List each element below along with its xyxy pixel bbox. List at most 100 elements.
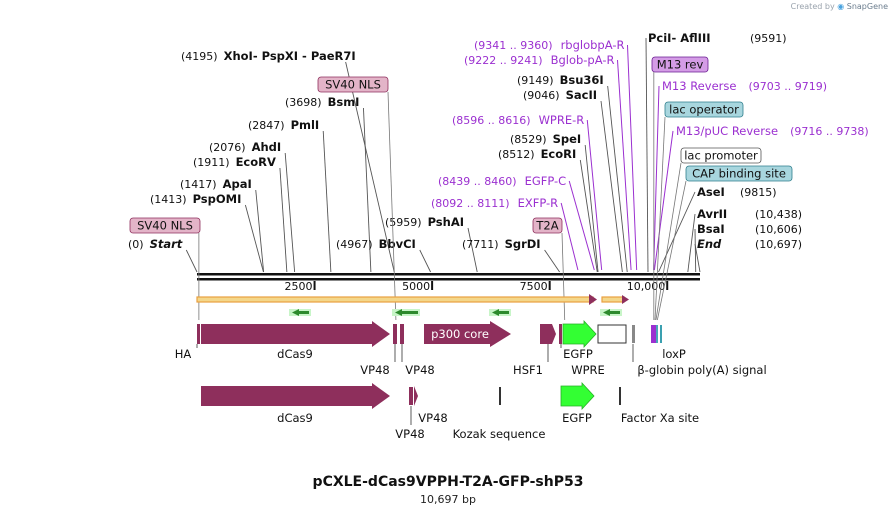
plasmid-name: pCXLE-dCas9VPPH-T2A-GFP-shP53 — [312, 474, 584, 490]
svg-text:(9716 .. 9738): (9716 .. 9738) — [790, 125, 869, 138]
vp48-feature-a — [393, 324, 397, 344]
site-leader-line — [244, 204, 264, 273]
site-leader-line — [279, 167, 288, 273]
svg-text:(9341 .. 9360): (9341 .. 9360) — [474, 39, 553, 52]
svg-text:(10,697): (10,697) — [755, 238, 802, 251]
feature-label: loxP — [662, 347, 686, 361]
green-reverse-arrow-icon — [289, 309, 311, 316]
short-primer-bar — [601, 296, 625, 303]
svg-text:EcoRI: EcoRI — [541, 147, 577, 161]
factor-xa-feature — [619, 387, 621, 405]
primer-leader-line — [653, 130, 674, 271]
site-label-pcii: PciI - AflIII (9591) — [648, 31, 787, 45]
primer-leader-line — [568, 180, 595, 271]
svg-text:lac operator: lac operator — [669, 103, 739, 117]
p300-core-feature — [424, 321, 511, 347]
svg-text:PshAI: PshAI — [428, 215, 464, 229]
wpre-feature — [597, 324, 627, 344]
site-label-apai: (1417)ApaI — [180, 177, 252, 191]
feature-label: Kozak sequence — [453, 427, 546, 441]
svg-text:XhoI: XhoI — [224, 49, 253, 63]
primer-leader-line — [586, 119, 603, 271]
site-labels: (0)Start (1413)PspOMI(1417)ApaI (1911) EcoR… — [128, 31, 802, 251]
svg-text:(9046): (9046) — [523, 89, 560, 102]
vp48-feature-2a — [409, 387, 413, 405]
feature-label: VP48 — [405, 363, 434, 377]
svg-text:(9222 .. 9241): (9222 .. 9241) — [464, 54, 543, 67]
svg-text:(8529): (8529) — [510, 133, 547, 146]
svg-text:AvrII: AvrII — [697, 207, 727, 221]
snapgene-logo-icon: ◉ — [837, 2, 845, 11]
site-leader-line — [694, 228, 697, 273]
site-leader-line — [419, 249, 431, 273]
ruler-tick-label: 7500 — [520, 280, 548, 293]
site-leader-line — [584, 144, 599, 273]
site-label-start: (0)Start — [128, 237, 183, 251]
svg-text:Bglob-pA-R: Bglob-pA-R — [551, 53, 615, 67]
svg-text:T2A: T2A — [535, 219, 558, 233]
site-leader-line — [544, 249, 560, 273]
svg-text:(9815): (9815) — [740, 186, 777, 199]
beta-globin-polya-feature — [632, 325, 635, 343]
boxed-label-leader — [561, 232, 566, 321]
site-label-bsmi: (3698)BsmI — [285, 95, 359, 109]
svg-text:End: End — [697, 237, 722, 251]
svg-text:(4195): (4195) — [181, 50, 218, 63]
site-label-avrii: AvrII(10,438) — [697, 207, 802, 221]
credit-text: Created by — [790, 2, 835, 11]
lac-operator-feature — [656, 325, 658, 343]
feature-label: VP48 — [395, 427, 424, 441]
svg-text:SgrDI: SgrDI — [505, 237, 541, 251]
vp48-feature-2b — [414, 386, 418, 406]
svg-text:PspOMI: PspOMI — [193, 192, 242, 206]
svg-text:(7711): (7711) — [462, 238, 499, 251]
hsf1-feature — [540, 324, 556, 344]
backbone-bottom-strand — [197, 278, 700, 281]
feature-label: β-globin poly(A) signal — [637, 363, 766, 377]
svg-text:SV40 NLS: SV40 NLS — [137, 219, 193, 233]
feature-label: dCas9 — [277, 411, 313, 425]
svg-text:(9591): (9591) — [750, 32, 787, 45]
svg-text:rbglobpA-R: rbglobpA-R — [561, 38, 625, 52]
svg-text:(9703 .. 9719): (9703 .. 9719) — [748, 80, 827, 93]
svg-text:Bsu36I: Bsu36I — [560, 73, 604, 87]
svg-text:BsmI: BsmI — [328, 95, 360, 109]
site-label-pspomi: (1413)PspOMI — [150, 192, 241, 206]
site-leader-line — [579, 159, 598, 273]
svg-text:- AflIII: - AflIII — [671, 31, 710, 45]
svg-text:AseI: AseI — [697, 185, 725, 199]
site-leader-line — [600, 100, 623, 273]
backbone-top-strand — [197, 273, 700, 276]
feature-label: VP48 — [360, 363, 389, 377]
boxed-label-leader — [655, 162, 682, 321]
site-leader-lines — [185, 37, 701, 273]
site-leader-line — [322, 130, 332, 273]
kozak-feature — [499, 387, 501, 405]
svg-text:BbvCI: BbvCI — [379, 237, 416, 251]
site-leader-line — [284, 152, 296, 273]
svg-text:WPRE-R: WPRE-R — [539, 113, 585, 127]
primer-label-m13-reverse: M13 Reverse(9703 .. 9719) — [653, 79, 827, 271]
feature-row-1-ticks — [196, 344, 634, 362]
site-label-bbvci: (4967)BbvCI — [336, 237, 416, 251]
svg-text:PmlI: PmlI — [291, 118, 320, 132]
svg-text:PciI: PciI — [648, 31, 671, 45]
primer-leader-line — [626, 44, 638, 271]
svg-text:(8596 .. 8616): (8596 .. 8616) — [452, 114, 531, 127]
ruler-tick-label: 10,000 — [627, 280, 666, 293]
svg-text:SpeI: SpeI — [553, 132, 582, 146]
site-leader-line — [687, 213, 696, 273]
brand-name: SnapGene — [846, 2, 888, 11]
primer-bar-row — [196, 294, 629, 305]
boxed-label-leader — [656, 180, 687, 321]
svg-text:(1911): (1911) — [193, 156, 230, 169]
svg-text:(2076): (2076) — [209, 141, 246, 154]
svg-text:CAP binding site: CAP binding site — [692, 167, 786, 181]
feature-label: VP48 — [418, 411, 447, 425]
green-reverse-arrow-icon — [489, 309, 511, 316]
plasmid-length: 10,697 bp — [420, 493, 476, 506]
egfp-feature-2 — [560, 381, 595, 411]
svg-text:EXFP-R: EXFP-R — [518, 196, 559, 210]
ruler-tick-label: 5000 — [402, 280, 430, 293]
